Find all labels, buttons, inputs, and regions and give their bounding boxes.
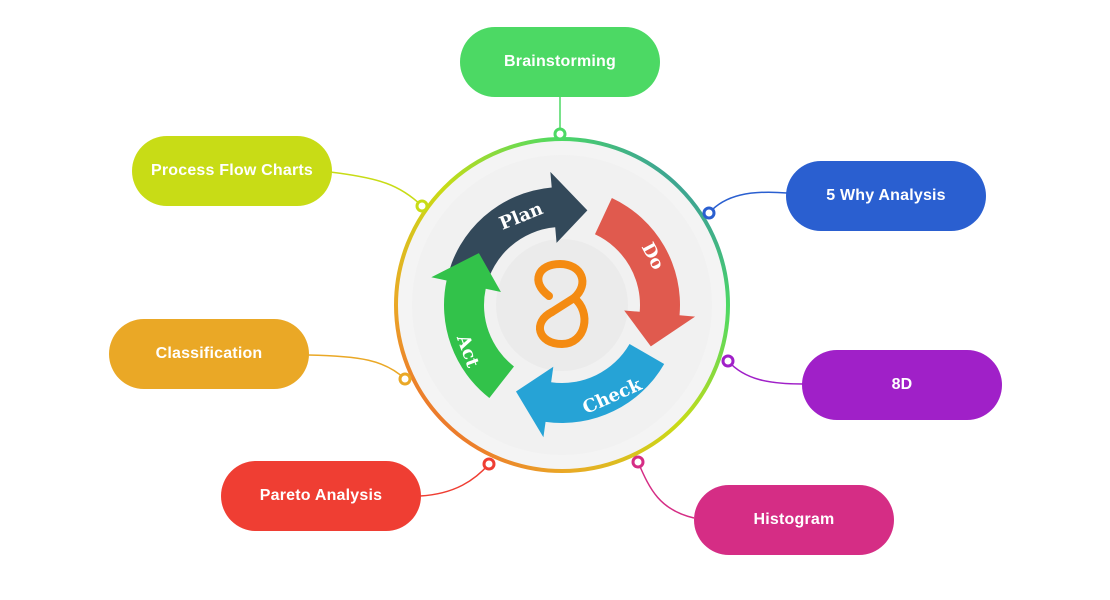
- brainstorming-node[interactable]: Brainstorming: [460, 27, 660, 97]
- dot-classification: [398, 372, 412, 386]
- pareto-analysis-node[interactable]: Pareto Analysis: [221, 461, 421, 531]
- connector-8d: [727, 360, 804, 385]
- act-arrow: [431, 253, 514, 398]
- process-flow-charts-label: Process Flow Charts: [150, 162, 314, 179]
- dot-brainstorming: [553, 127, 567, 141]
- pdca-arrows: [431, 171, 696, 438]
- dot-histogram: [631, 455, 645, 469]
- dot-5-why: [702, 206, 716, 220]
- connector-classification: [307, 354, 406, 380]
- connector-histogram: [637, 461, 695, 519]
- histogram-label: Histogram: [753, 511, 835, 528]
- dot-8d: [721, 354, 735, 368]
- 8d-node[interactable]: 8D: [802, 350, 1002, 420]
- classification-label: Classification: [155, 345, 263, 362]
- do-arrow: [594, 198, 696, 347]
- histogram-node[interactable]: Histogram: [694, 485, 894, 555]
- classification-node[interactable]: Classification: [109, 319, 309, 389]
- check-arrow: [515, 344, 665, 438]
- connector-lines: [307, 97, 804, 519]
- dot-process-flow-charts: [415, 199, 429, 213]
- dot-pareto-analysis: [482, 457, 496, 471]
- connector-5-why: [708, 191, 788, 214]
- connector-dots: [398, 127, 735, 471]
- brainstorming-label: Brainstorming: [504, 53, 616, 70]
- 5-why-analysis-node[interactable]: 5 Why Analysis: [786, 161, 986, 231]
- 5-why-analysis-label: 5 Why Analysis: [826, 187, 946, 204]
- connector-process-flow-charts: [329, 171, 423, 207]
- process-flow-charts-node[interactable]: Process Flow Charts: [132, 136, 332, 206]
- infinity-loop-icon: [534, 259, 589, 349]
- 8d-label: 8D: [891, 376, 913, 393]
- connector-pareto-analysis: [419, 463, 490, 497]
- pareto-analysis-label: Pareto Analysis: [259, 487, 383, 504]
